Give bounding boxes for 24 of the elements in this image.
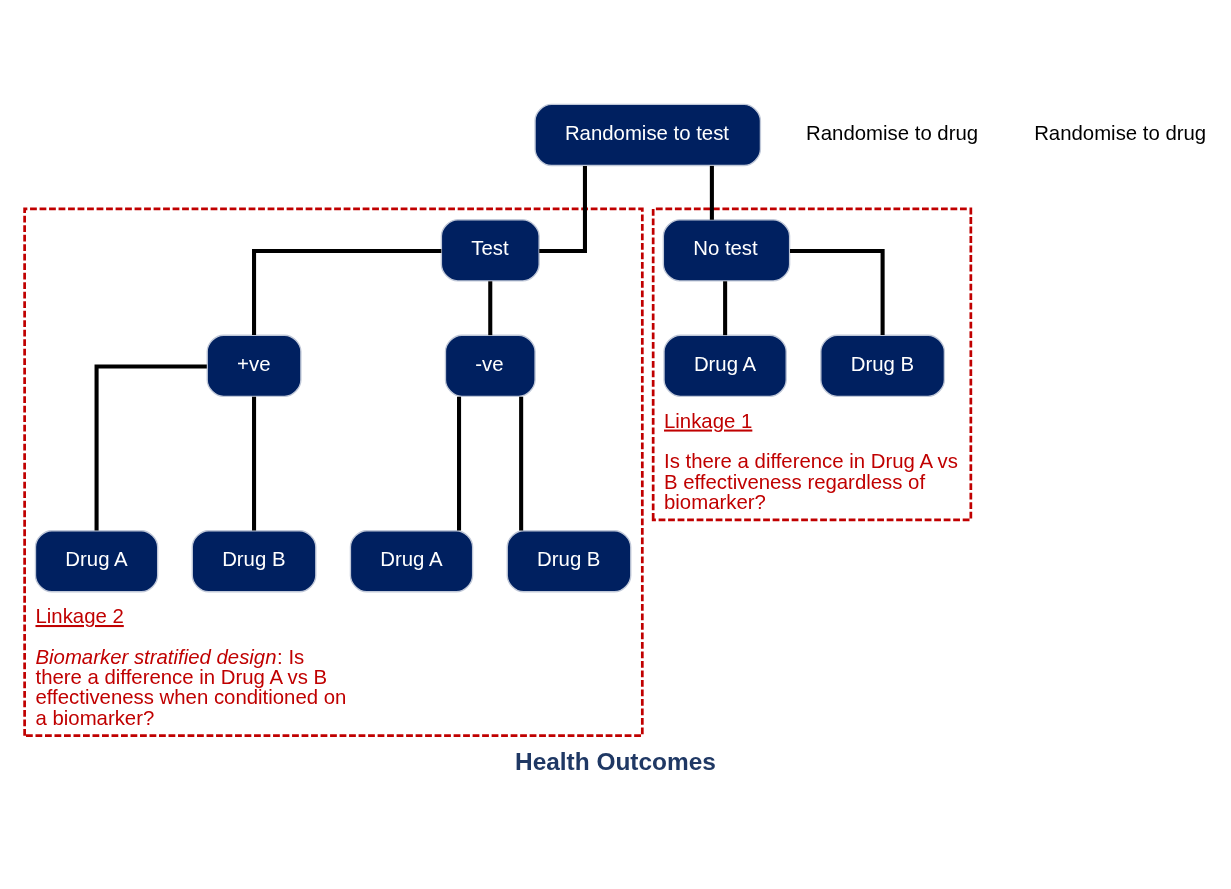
node-box: No test xyxy=(662,219,791,282)
connector xyxy=(709,165,714,220)
connector xyxy=(789,249,885,336)
connector xyxy=(488,281,493,336)
connector xyxy=(457,396,462,531)
node-box: Randomise to test xyxy=(534,103,762,167)
node-box: Drug A xyxy=(34,530,159,593)
connector xyxy=(252,249,442,336)
connector xyxy=(252,396,257,531)
node-box: Drug B xyxy=(191,530,317,593)
node-box: Drug B xyxy=(820,334,946,397)
caption: Health Outcomes xyxy=(515,748,716,776)
node-box: Test xyxy=(440,219,540,282)
label: Randomise to drug xyxy=(806,121,979,144)
connector xyxy=(539,166,587,254)
connector xyxy=(519,396,524,531)
node-box: Drug A xyxy=(663,334,787,397)
connector xyxy=(723,281,728,336)
node-box: Drug A xyxy=(349,530,474,593)
node-box: Drug B xyxy=(506,530,632,593)
connector xyxy=(94,364,207,531)
label: Randomise to drug xyxy=(1034,121,1207,144)
node-box: -ve xyxy=(444,334,536,397)
node-box: +ve xyxy=(206,334,302,397)
